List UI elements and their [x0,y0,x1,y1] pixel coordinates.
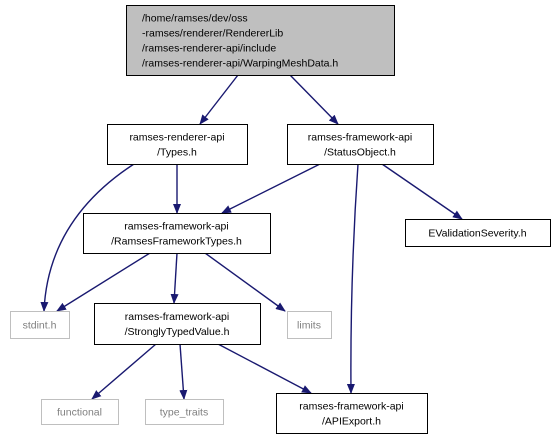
node-rft[interactable]: ramses-framework-api/RamsesFrameworkType… [83,213,271,254]
node-box [405,219,551,247]
node-box [83,213,271,254]
node-box [145,399,224,425]
node-box [94,303,261,345]
node-label: ramses-framework-api [308,132,412,144]
node-stdint: stdint.h [10,311,70,339]
node-box [10,311,70,339]
node-label: ramses-framework-api [125,311,229,323]
node-label: /RamsesFrameworkTypes.h [111,236,242,248]
node-evs[interactable]: EValidationSeverity.h [405,219,551,247]
node-label: ramses-renderer-api [129,132,224,144]
node-status[interactable]: ramses-framework-api/StatusObject.h [287,124,434,165]
node-types[interactable]: ramses-renderer-api/Types.h [107,124,248,165]
node-label: ramses-framework-api [124,221,228,233]
node-label: limits [297,320,321,332]
node-label: /ramses-renderer-api/include [142,43,276,55]
node-box [126,5,395,76]
node-label: functional [57,407,102,419]
node-box [41,399,119,425]
node-functional: functional [41,399,119,425]
edge-types-to-stdint [40,163,135,312]
edge-stv-to-typetraits [179,343,188,400]
node-label: /APIExport.h [322,416,381,428]
node-box [276,393,428,434]
edge-status-to-apiexport [346,163,359,394]
node-stv[interactable]: ramses-framework-api/StronglyTypedValue.… [94,303,261,345]
node-label: /StatusObject.h [324,147,396,159]
node-label: type_traits [160,407,208,419]
node-box [107,124,248,165]
node-label: ramses-framework-api [299,401,403,413]
edge-stv-to-apiexport [217,343,312,394]
edge-stv-to-functional [91,343,157,400]
node-box [287,311,332,339]
node-label: /Types.h [157,147,197,159]
node-apiexport[interactable]: ramses-framework-api/APIExport.h [276,393,428,434]
node-label: /home/ramses/dev/oss [142,13,248,25]
edge-root-to-types [199,74,239,125]
node-box [287,124,434,165]
edge-rft-to-stdint [56,252,151,312]
node-label: -ramses/renderer/RendererLib [142,28,283,40]
node-typetraits: type_traits [145,399,224,425]
node-label: stdint.h [23,320,57,332]
node-root[interactable]: /home/ramses/dev/oss -ramses/renderer/Ren… [126,5,395,76]
node-label: /StronglyTypedValue.h [125,326,230,338]
edge-rft-to-stv [170,252,179,304]
node-label: /ramses-renderer-api/WarpingMeshData.h [142,58,338,70]
node-limits: limits [287,311,332,339]
edge-root-to-status [289,74,339,125]
edge-status-to-evs [381,163,463,220]
edge-status-to-rft [221,163,321,214]
edge-rft-to-limits [204,252,286,312]
node-label: EValidationSeverity.h [428,228,526,240]
